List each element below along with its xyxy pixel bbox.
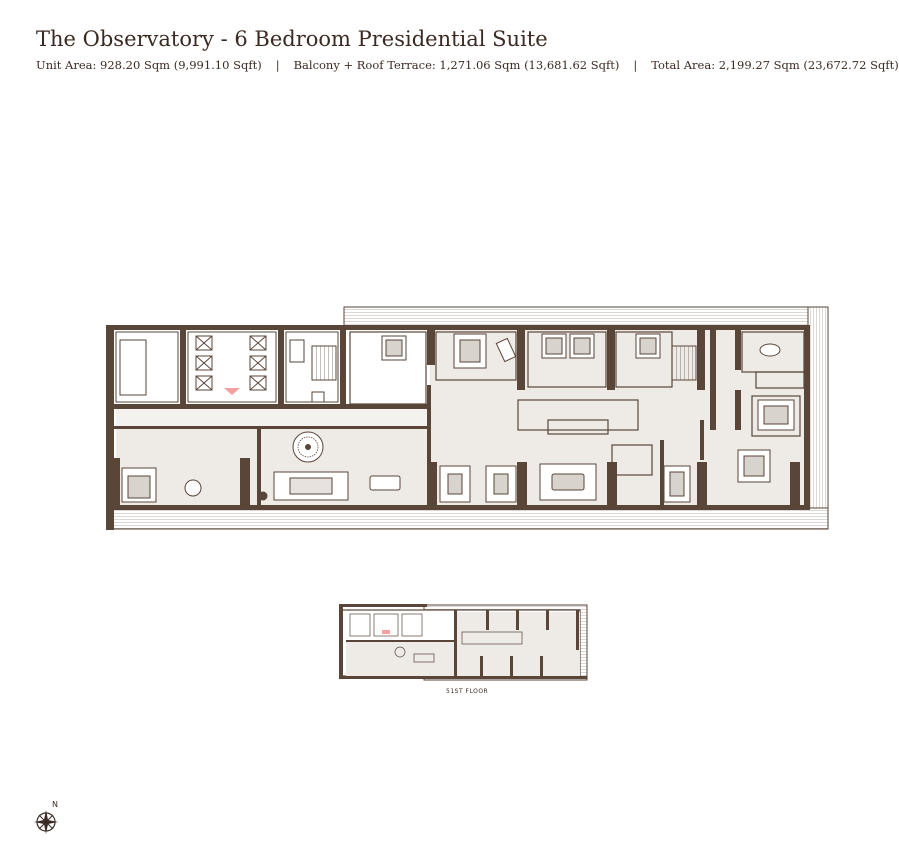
page-title: The Observatory - 6 Bedroom Presidential… (36, 27, 548, 51)
north-label: N (52, 800, 58, 809)
compass-icon (34, 810, 58, 834)
floor-plan (106, 306, 829, 681)
separator: | (275, 58, 280, 72)
spiral-stair (292, 431, 324, 463)
balcony-area: Balcony + Roof Terrace: 1,271.06 Sqm (13… (293, 58, 620, 72)
furniture (121, 333, 795, 503)
core (115, 331, 697, 403)
highlight-marker (224, 388, 240, 395)
unit-area: Unit Area: 928.20 Sqm (9,991.10 Sqft) (36, 58, 262, 72)
floor-label: 51ST FLOOR (446, 688, 489, 695)
separator: | (633, 58, 638, 72)
terrace (107, 306, 829, 530)
key-plan (339, 604, 588, 681)
total-area: Total Area: 2,199.27 Sqm (23,672.72 Sqft… (651, 58, 899, 72)
area-summary: Unit Area: 928.20 Sqm (9,991.10 Sqft) | … (36, 58, 899, 72)
walls (106, 325, 810, 530)
partitions (349, 331, 805, 476)
